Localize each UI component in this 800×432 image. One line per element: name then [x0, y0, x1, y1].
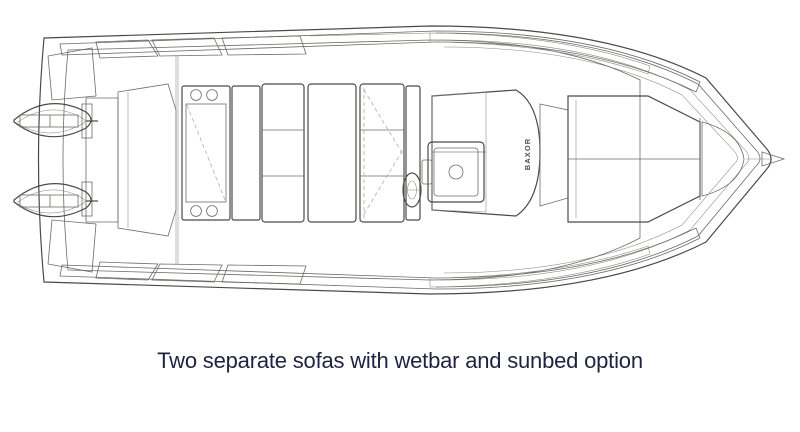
helm-seat-pivot [448, 164, 464, 180]
helm-seat-body [427, 141, 485, 203]
hull-sheer-line-1 [435, 32, 761, 288]
helm-seat-armrest [421, 159, 433, 185]
boat-plan-svg: BAXOR [13, 25, 786, 295]
wetbar-module [181, 85, 231, 221]
reference-lines [175, 56, 179, 264]
wetbar-worktop [185, 103, 227, 203]
hull-outline [37, 25, 772, 295]
forward-sofa-cushion-block [359, 83, 405, 223]
transom-pad-starboard [47, 219, 97, 273]
windscreen [539, 103, 569, 207]
console-brand-text: BAXOR [523, 138, 532, 171]
wetbar-body [181, 85, 231, 221]
transom-assembly [47, 47, 177, 273]
gunwale-panel-port-3 [221, 35, 307, 56]
outboard-engine-starboard [13, 183, 98, 218]
hull-sheer-line-2 [439, 39, 750, 281]
wetbar-fold-line [186, 104, 226, 201]
teak-deck-area [62, 39, 641, 281]
transom-step-deck [117, 83, 177, 237]
boat-deck-plan-figure: BAXOR [13, 25, 786, 295]
helm-seat [421, 141, 485, 203]
gunwale-panel-port-2 [151, 37, 223, 57]
hull-body [37, 25, 772, 295]
aft-sofa [231, 83, 305, 223]
bow-deck-pad [701, 121, 745, 197]
helm-seat-cushion [433, 147, 479, 197]
gunwale-panel-port-1 [95, 39, 159, 59]
anchor-fitting [746, 151, 786, 167]
bow-sunpad [567, 95, 701, 223]
wetbar-burner-2 [206, 89, 218, 101]
gunwale-panel-port-4 [429, 32, 651, 75]
sunbed-panel [307, 83, 357, 223]
wetbar-burner-3 [190, 205, 202, 217]
gunwale-panel-stbd-1 [95, 261, 159, 281]
gunwale-panel-stbd-2 [151, 263, 223, 283]
outboard-engine-port [13, 103, 98, 138]
forward-sofa-backrest [405, 85, 421, 221]
tube-gunwale-port [59, 30, 701, 93]
gunwale-panel-stbd-4 [429, 245, 651, 288]
engine-bracket-starboard [81, 181, 93, 217]
tube-gunwale-starboard [59, 227, 701, 290]
helm-console-assembly: BAXOR [431, 89, 569, 217]
wetbar-burner-1 [190, 89, 202, 101]
transom-pad-port [47, 47, 97, 101]
gunwale-panel-stbd-3 [221, 264, 307, 285]
figure-caption: Two separate sofas with wetbar and sunbe… [157, 348, 643, 373]
forward-sofa-fold-line-3 [363, 147, 405, 215]
forward-sofa [359, 83, 421, 223]
console-upper-panel [431, 91, 487, 153]
transom-face [85, 97, 119, 223]
cockpit-teak-deck [62, 39, 641, 281]
aft-sofa-backrest [231, 85, 261, 221]
aft-sofa-cushion-block [261, 83, 305, 223]
wetbar-burner-4 [206, 205, 218, 217]
forward-sofa-fold-line-2 [363, 89, 405, 157]
steering-wheel [402, 172, 422, 208]
bow-teak-deck [699, 118, 745, 200]
console-lower-panel [431, 151, 487, 213]
hull-sheer-line-3 [443, 46, 738, 274]
sunbed-backrest [307, 83, 357, 223]
